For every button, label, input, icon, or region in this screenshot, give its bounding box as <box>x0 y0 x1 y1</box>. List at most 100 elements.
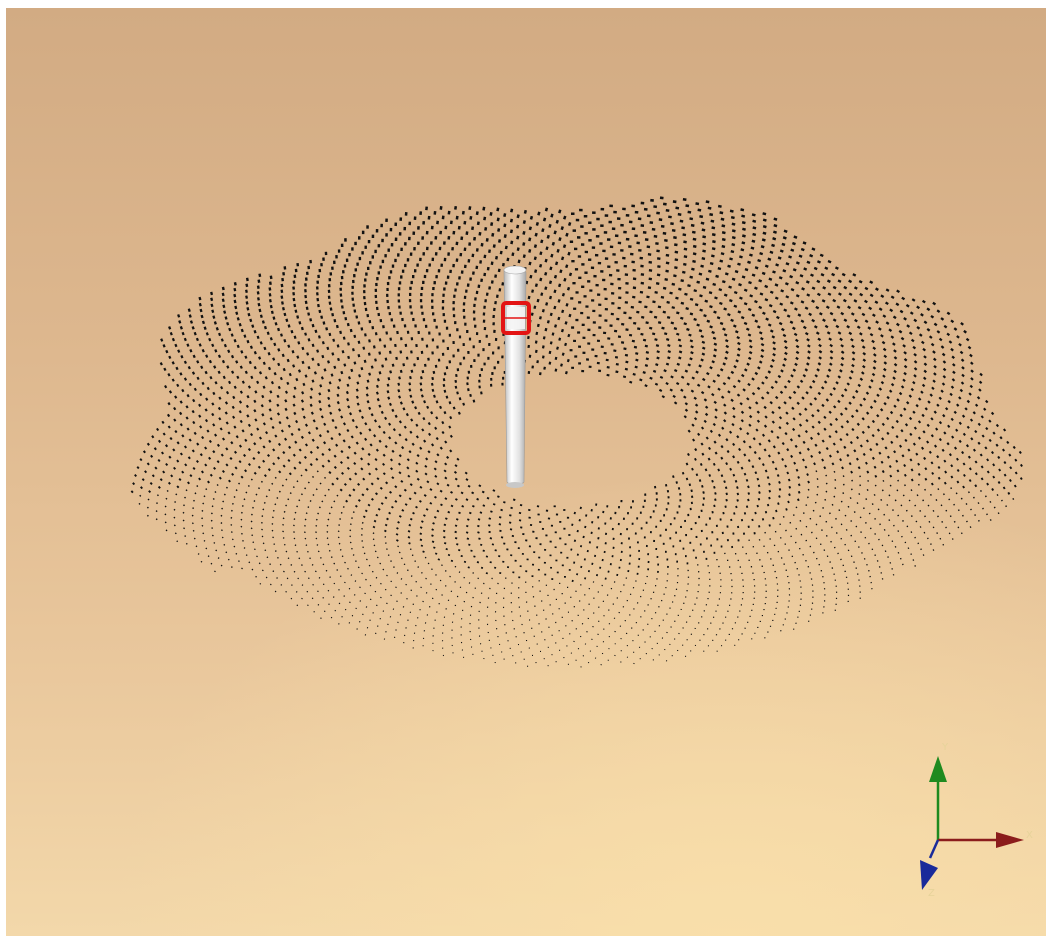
solar-tower[interactable] <box>501 265 531 488</box>
heliostat <box>753 597 755 599</box>
heliostat <box>769 538 771 540</box>
heliostat <box>419 257 422 262</box>
heliostat <box>941 448 945 452</box>
heliostat <box>631 627 633 629</box>
heliostat <box>918 333 923 337</box>
heliostat <box>636 241 640 245</box>
heliostat <box>245 283 249 288</box>
heliostat <box>665 381 669 386</box>
heliostat <box>401 557 403 560</box>
heliostat <box>379 318 383 323</box>
heliostat <box>600 664 602 666</box>
heliostat <box>833 573 835 575</box>
heliostat <box>204 418 209 423</box>
heliostat <box>805 525 808 528</box>
heliostat <box>364 245 367 249</box>
heliostat <box>288 372 292 377</box>
heliostat <box>534 283 538 288</box>
heliostat <box>211 402 215 406</box>
heliostat <box>642 629 644 631</box>
heliostat <box>697 432 701 436</box>
heliostat <box>571 366 575 369</box>
heliostat <box>362 546 365 549</box>
heliostat <box>913 374 917 378</box>
heliostat <box>538 623 540 625</box>
heliostat <box>525 639 528 642</box>
heliostat <box>347 445 351 449</box>
heliostat <box>541 308 545 313</box>
heliostat <box>355 395 359 399</box>
heliostat <box>362 346 366 350</box>
heliostat <box>272 316 276 320</box>
heliostat <box>345 390 349 395</box>
heliostat <box>651 227 656 231</box>
heliostat <box>725 350 729 354</box>
heliostat <box>221 298 225 303</box>
heliostat <box>493 366 496 370</box>
heliostat <box>694 403 699 407</box>
heliostat <box>675 206 680 210</box>
heliostat <box>897 479 900 482</box>
heliostat <box>485 292 489 296</box>
heliostat <box>817 420 821 424</box>
heliostat <box>809 253 814 258</box>
heliostat <box>397 521 400 524</box>
heliostat <box>366 379 370 383</box>
heliostat-field-scene[interactable] <box>6 8 1046 936</box>
heliostat <box>946 332 951 337</box>
heliostat <box>743 288 748 292</box>
heliostat <box>777 406 782 410</box>
3d-viewport[interactable]: Y X Z <box>6 8 1046 936</box>
heliostat <box>687 569 689 572</box>
heliostat <box>699 308 703 312</box>
heliostat <box>743 321 748 326</box>
heliostat <box>330 556 333 559</box>
heliostat <box>371 255 375 259</box>
heliostat <box>497 239 502 243</box>
heliostat <box>666 558 669 561</box>
heliostat <box>256 285 260 289</box>
x-axis-arrow <box>996 832 1024 848</box>
heliostat <box>475 290 479 295</box>
heliostat <box>886 455 890 459</box>
heliostat <box>209 473 213 477</box>
heliostat <box>382 568 385 571</box>
heliostat <box>346 322 350 327</box>
heliostat <box>478 635 481 637</box>
heliostat <box>225 447 229 451</box>
heliostat <box>700 221 705 225</box>
y-axis-arrow <box>929 756 947 782</box>
heliostat <box>226 365 230 369</box>
heliostat <box>795 261 800 265</box>
heliostat <box>753 578 755 581</box>
heliostat <box>385 218 388 222</box>
heliostat <box>639 378 643 382</box>
heliostat <box>368 406 372 410</box>
heliostat <box>616 217 621 221</box>
heliostat <box>811 608 813 610</box>
heliostat <box>683 395 687 399</box>
heliostat <box>348 587 351 590</box>
heliostat <box>591 562 594 565</box>
heliostat <box>199 425 203 429</box>
heliostat <box>655 344 660 348</box>
heliostat <box>327 543 330 546</box>
heliostat <box>713 342 718 346</box>
heliostat <box>599 566 602 569</box>
heliostat <box>220 338 224 342</box>
heliostat <box>281 277 285 282</box>
heliostat <box>935 427 939 431</box>
heliostat <box>945 509 948 512</box>
heliostat <box>353 274 356 278</box>
heliostat <box>827 368 832 373</box>
heliostat <box>179 423 183 427</box>
heliostat <box>422 550 425 553</box>
heliostat <box>364 422 368 426</box>
heliostat <box>649 221 654 224</box>
heliostat <box>764 284 769 289</box>
heliostat <box>385 481 389 485</box>
heliostat <box>999 436 1003 440</box>
heliostat <box>518 587 520 589</box>
heliostat <box>813 397 818 401</box>
heliostat <box>409 305 412 309</box>
